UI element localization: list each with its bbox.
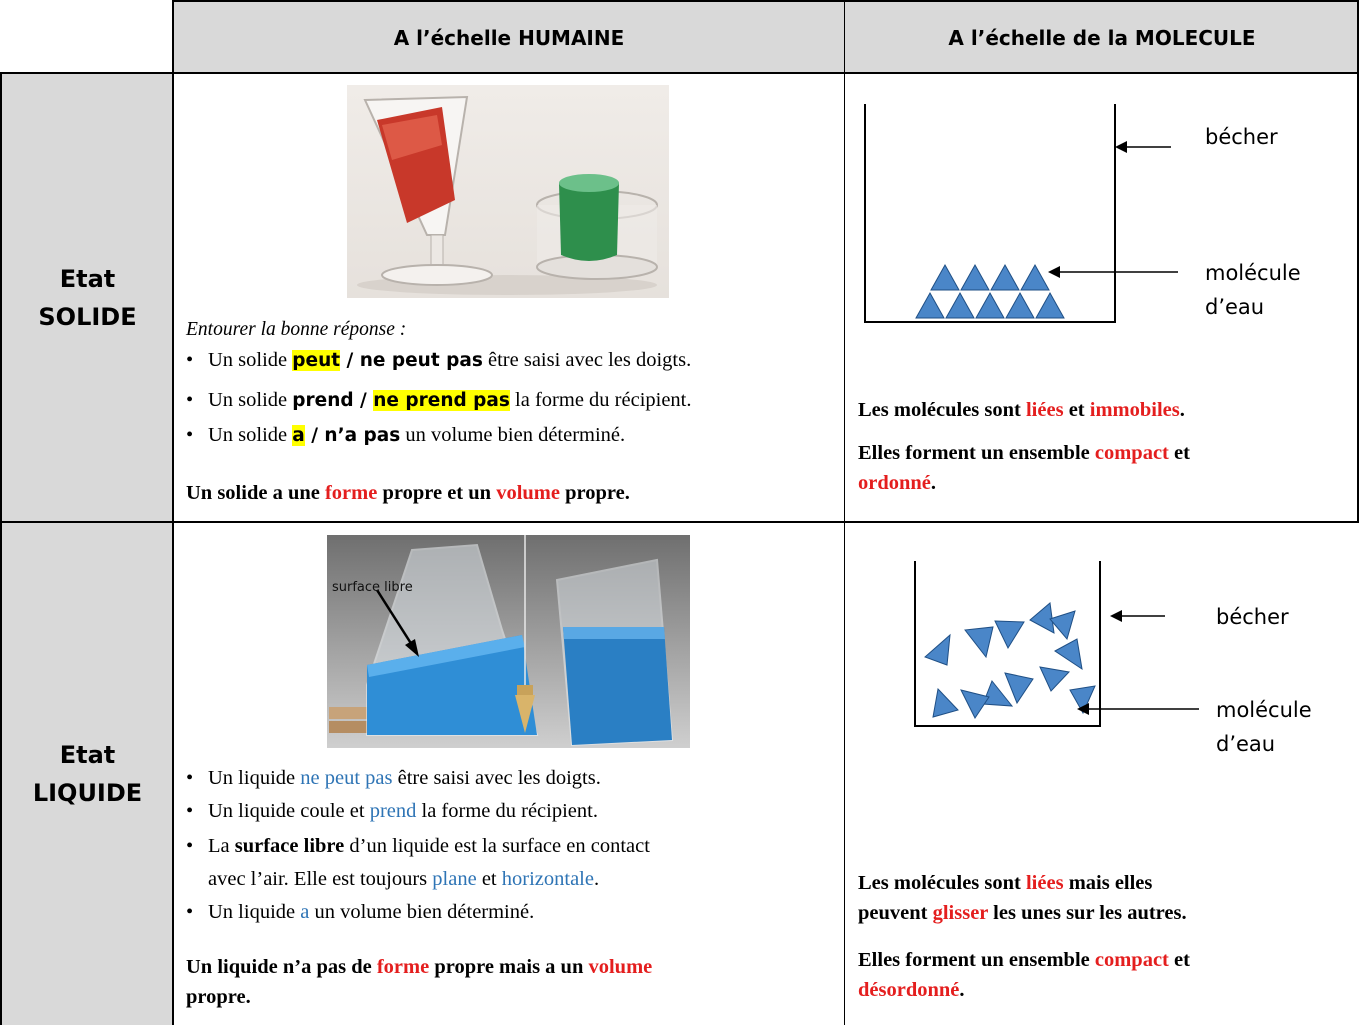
answer-option[interactable]: ne peut pas [359,350,483,371]
row-label-etat: Etat [59,741,116,769]
label-becher: bécher [1216,605,1289,629]
grid-line [172,0,174,1025]
grid-line [0,72,1359,74]
grid-line [844,0,845,1025]
molecule-disordered [924,602,1096,719]
photo-label-surface-libre: surface libre [332,580,413,595]
liquid-molecule-diagram [914,561,1199,727]
grid-line [1357,0,1359,522]
row-label-solide: SOLIDE [38,303,137,331]
row-label-etat: Etat [59,265,116,293]
grid-line [0,521,1359,523]
photo-solid-glasses [347,85,669,298]
solid-bullet: •Un solide a / n’a pas un volume bien dé… [186,424,626,446]
liquid-molecule-text-1: Les molécules sont liées mais elles peuv… [858,872,1187,924]
photo-liquid-flasks: surface libre [327,535,690,748]
liquid-bullet-cont: avec l’air. Elle est toujours plane et h… [208,868,600,890]
molecule-lattice [915,263,1065,319]
grid-line [173,0,1359,2]
answer-option[interactable]: ne prend pas [373,390,510,411]
solid-bullet: •Un solide prend / ne prend pas la forme… [186,389,692,411]
instruction-text: Entourer la bonne réponse : [186,319,407,340]
solid-bullet: •Un solide peut / ne peut pas être saisi… [186,349,692,371]
solid-molecule-diagram [864,104,1178,323]
solid-conclusion: Un solide a une forme propre et un volum… [186,482,630,504]
solid-molecule-text-2: Elles forment un ensemble compact et ord… [858,442,1190,494]
grid-line [0,72,2,1025]
header-human: A l’échelle HUMAINE [174,2,844,73]
header-molecule: A l’échelle de la MOLECULE [845,2,1359,73]
answer-option[interactable]: a [292,425,305,446]
row-label-liquide: LIQUIDE [32,779,143,807]
answer-option[interactable]: peut [292,350,341,371]
header-molecule-label: A l’échelle de la MOLECULE [948,25,1256,50]
liquid-bullet: •Un liquide coule et prend la forme du r… [186,800,598,822]
liquid-bullet: •Un liquide ne peut pas être saisi avec … [186,767,601,789]
answer-option[interactable]: prend [292,390,354,411]
solid-molecule-text-1: Les molécules sont liées et immobiles. [858,399,1185,421]
liquid-bullet: •La surface libre d’un liquide est la su… [186,835,650,857]
liquid-molecule-text-2: Elles forment un ensemble compact et dés… [858,949,1190,1001]
label-becher: bécher [1205,125,1278,149]
header-human-label: A l’échelle HUMAINE [393,25,625,50]
liquid-bullet: •Un liquide a un volume bien déterminé. [186,901,535,923]
answer-option[interactable]: n’a pas [324,425,401,446]
liquid-conclusion: Un liquide n’a pas de forme propre mais … [186,956,653,1008]
